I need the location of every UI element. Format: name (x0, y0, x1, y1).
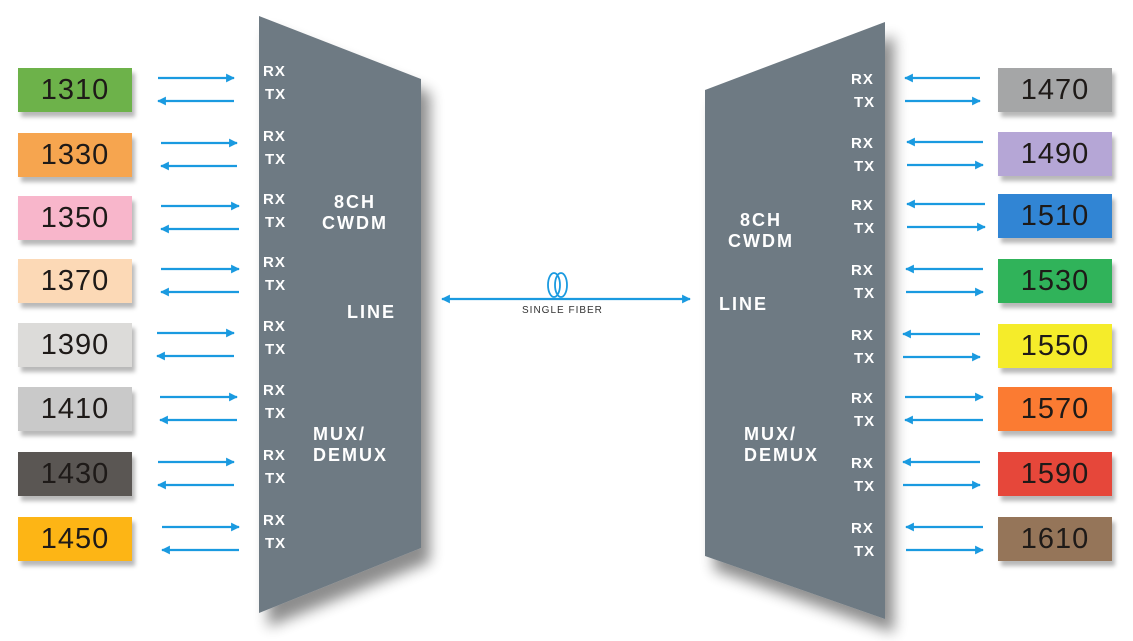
channel-chip-1570: 1570 (998, 387, 1112, 431)
channel-chip-1490: 1490 (998, 132, 1112, 176)
channel-chip-1530: 1530 (998, 259, 1112, 303)
right-mux-title: 8CH CWDM (726, 210, 796, 252)
tx-label: TX (265, 277, 287, 294)
channel-chip-1370: 1370 (18, 259, 132, 303)
channel-chip-1390: 1390 (18, 323, 132, 367)
rx-label: RX (851, 71, 874, 88)
rx-label: RX (263, 318, 286, 335)
tx-label: TX (265, 86, 287, 103)
left-mux-line2: DEMUX (313, 445, 389, 465)
channel-chip-1610: 1610 (998, 517, 1112, 561)
channel-chip-1330: 1330 (18, 133, 132, 177)
rx-label: RX (851, 455, 874, 472)
rx-label: RX (263, 512, 286, 529)
tx-label: TX (854, 413, 876, 430)
channel-chip-1450: 1450 (18, 517, 132, 561)
left-mux-line-label: LINE (347, 302, 397, 322)
tx-label: TX (854, 350, 876, 367)
tx-label: TX (854, 543, 876, 560)
rx-label: RX (263, 191, 286, 208)
left-mux-title: 8CH CWDM (320, 192, 390, 234)
single-fiber-label: SINGLE FIBER (522, 305, 603, 316)
tx-label: TX (854, 158, 876, 175)
right-mux-line2: DEMUX (744, 445, 820, 465)
channel-chip-1410: 1410 (18, 387, 132, 431)
tx-label: TX (265, 470, 287, 487)
rx-label: RX (851, 520, 874, 537)
channel-chip-1550: 1550 (998, 324, 1112, 368)
fiber-coil-icon (547, 272, 568, 298)
rx-label: RX (263, 447, 286, 464)
channel-chip-1590: 1590 (998, 452, 1112, 496)
tx-label: TX (854, 94, 876, 111)
rx-label: RX (851, 197, 874, 214)
rx-label: RX (263, 63, 286, 80)
left-mux-title-line1: 8CH (333, 192, 376, 212)
rx-label: RX (263, 254, 286, 271)
left-mux-body (259, 16, 421, 613)
channel-chip-1470: 1470 (998, 68, 1112, 112)
tx-label: TX (265, 151, 287, 168)
right-mux-line1: MUX/ (744, 424, 797, 444)
right-mux-body (705, 22, 885, 619)
tx-label: TX (265, 535, 287, 552)
channel-chip-1510: 1510 (998, 194, 1112, 238)
tx-label: TX (265, 214, 287, 231)
rx-label: RX (263, 382, 286, 399)
right-mux-title-line1: 8CH (739, 210, 782, 230)
channel-chip-1310: 1310 (18, 68, 132, 112)
tx-label: TX (854, 220, 876, 237)
rx-label: RX (851, 262, 874, 279)
tx-label: TX (265, 405, 287, 422)
right-mux-line-label: LINE (719, 294, 769, 314)
channel-chip-1350: 1350 (18, 196, 132, 240)
tx-label: TX (854, 478, 876, 495)
left-mux-line1: MUX/ (313, 424, 366, 444)
tx-label: TX (265, 341, 287, 358)
rx-label: RX (851, 135, 874, 152)
right-mux-demux-label: MUX/ DEMUX (744, 424, 819, 466)
rx-label: RX (851, 327, 874, 344)
rx-label: RX (263, 128, 286, 145)
rx-label: RX (851, 390, 874, 407)
channel-chip-1430: 1430 (18, 452, 132, 496)
left-mux-title-line2: CWDM (322, 213, 388, 233)
right-mux-title-line2: CWDM (728, 231, 794, 251)
left-mux-demux-label: MUX/ DEMUX (313, 424, 388, 466)
tx-label: TX (854, 285, 876, 302)
